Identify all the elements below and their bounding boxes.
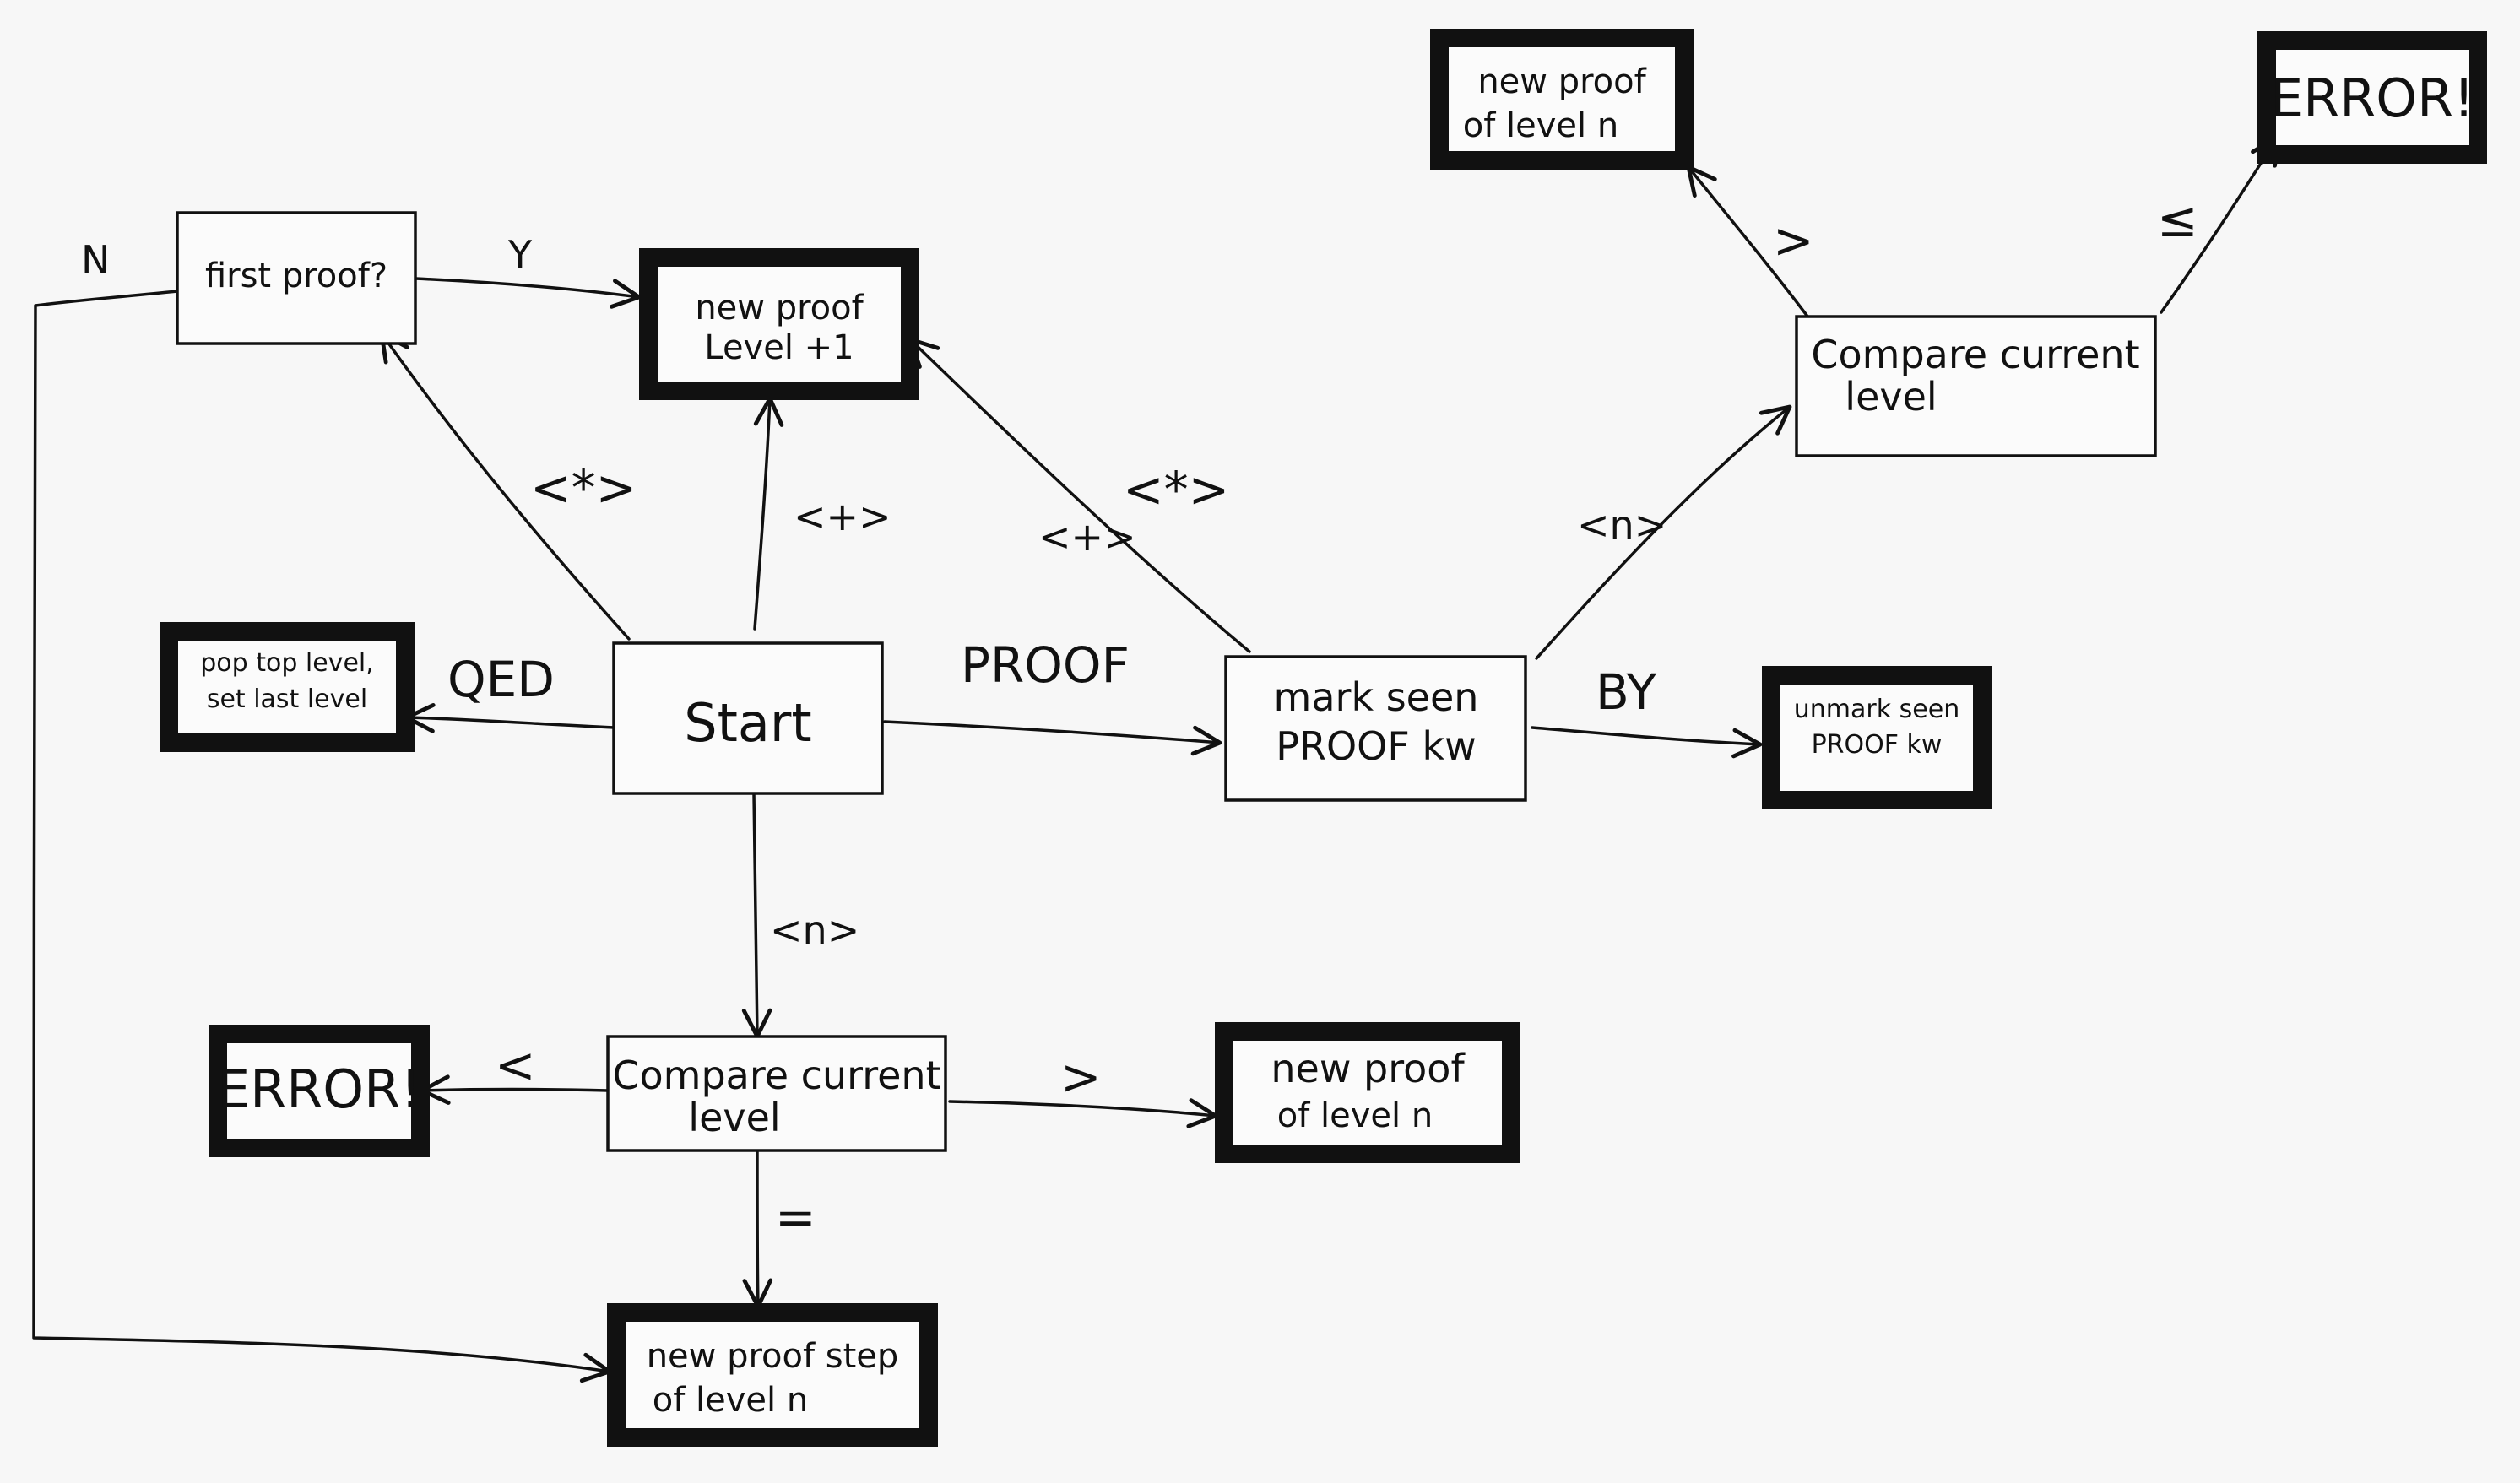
label-qed: QED	[447, 651, 555, 708]
node-compare-bottom: Compare current level	[606, 1035, 947, 1152]
svg-text:of level n: of level n	[1463, 106, 1618, 145]
svg-text:new proof: new proof	[1477, 62, 1646, 101]
node-new-proof-level-plus-1: new proof Level +1	[639, 248, 919, 400]
node-error-top: ERROR!	[2257, 31, 2487, 164]
edge-compare-top-greater	[1686, 165, 1813, 322]
edge-compare-bottom-greater	[948, 1098, 1218, 1128]
edge-start-proof	[883, 720, 1222, 756]
svg-text:first proof?: first proof?	[205, 257, 387, 295]
edge-start-first-proof	[379, 331, 631, 641]
svg-text:ERROR!: ERROR!	[2270, 68, 2474, 129]
svg-text:level: level	[688, 1095, 780, 1140]
label-n-start: <n>	[770, 907, 859, 953]
svg-text:level: level	[1845, 374, 1937, 419]
label-n-mark: <n>	[1577, 502, 1666, 548]
svg-text:Level +1: Level +1	[704, 328, 854, 367]
svg-text:of level n: of level n	[1277, 1096, 1433, 1135]
node-mark-seen: mark seen PROOF kw	[1224, 655, 1527, 802]
svg-text:Compare current: Compare current	[612, 1053, 940, 1098]
node-pop-top-level: pop top level, set last level	[160, 622, 415, 752]
edges	[32, 134, 2280, 1383]
svg-text:set last level: set last level	[207, 685, 367, 714]
node-start: Start	[612, 641, 884, 795]
svg-text:new proof: new proof	[1271, 1046, 1466, 1091]
edge-labels: Y N <*> <+> QED PROOF <n> <*> <+> <n> BY…	[81, 191, 2198, 1246]
label-by: BY	[1596, 663, 1657, 721]
label-y: Y	[507, 232, 533, 278]
label-star-mark: <*>	[1123, 461, 1229, 518]
edge-mark-seen-new-proof-level	[908, 337, 1251, 653]
label-greater-bottom: >	[1060, 1048, 1102, 1106]
node-new-proof-level-n-top: new proof of level n	[1430, 29, 1694, 170]
label-equal-bottom: =	[775, 1188, 816, 1246]
edge-start-qed	[404, 702, 616, 733]
node-compare-top: Compare current level	[1795, 315, 2157, 457]
node-first-proof: first proof?	[176, 211, 417, 345]
edge-mark-seen-by	[1531, 726, 1763, 759]
node-new-proof-level-n-bottom: new proof of level n	[1215, 1022, 1520, 1163]
label-n: N	[81, 237, 110, 283]
svg-text:ERROR!: ERROR!	[217, 1058, 421, 1120]
svg-text:PROOF kw: PROOF kw	[1276, 723, 1476, 769]
label-less-bottom: <	[495, 1036, 536, 1094]
label-proof: PROOF	[961, 636, 1130, 694]
node-error-bottom: ERROR!	[209, 1025, 430, 1157]
svg-text:PROOF kw: PROOF kw	[1812, 730, 1943, 760]
svg-text:unmark seen: unmark seen	[1794, 695, 1959, 724]
svg-text:new proof step: new proof step	[647, 1337, 899, 1376]
edge-mark-seen-compare-top	[1535, 404, 1792, 660]
node-unmark-seen: unmark seen PROOF kw	[1762, 666, 1992, 809]
edge-start-new-proof-level	[753, 396, 784, 631]
edge-compare-bottom-equal	[742, 1150, 773, 1309]
svg-text:Compare current: Compare current	[1811, 332, 2139, 377]
edge-first-proof-yes	[414, 277, 642, 309]
svg-text:Start: Start	[684, 692, 811, 754]
label-greater-top: >	[1773, 212, 1814, 269]
label-le-top: ≤	[2157, 191, 2198, 248]
node-new-proof-step: new proof step of level n	[607, 1303, 938, 1447]
edge-compare-bottom-less	[420, 1074, 610, 1105]
label-star-start: <*>	[530, 459, 637, 517]
label-plus-start: <+>	[794, 494, 891, 539]
svg-text:of level n: of level n	[653, 1381, 808, 1420]
edge-start-compare-bottom	[741, 792, 772, 1039]
svg-text:mark seen: mark seen	[1274, 674, 1479, 720]
label-plus-mark: <+>	[1038, 514, 1136, 560]
svg-text:pop top level,: pop top level,	[200, 648, 374, 678]
svg-text:new proof: new proof	[695, 289, 864, 327]
edge-first-proof-no	[32, 290, 612, 1383]
